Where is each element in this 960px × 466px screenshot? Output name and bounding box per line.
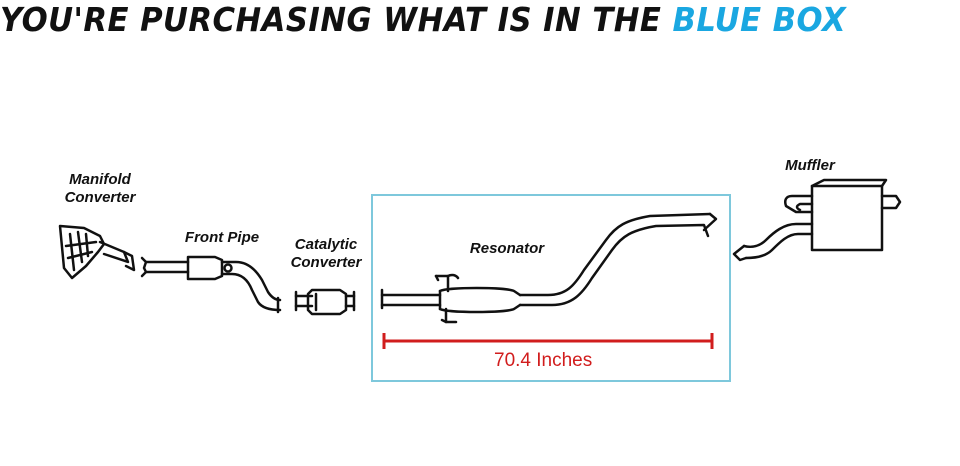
headline: YOU'RE PURCHASING WHAT IS IN THE BLUE BO…	[0, 0, 893, 40]
resonator-drawing	[380, 212, 718, 324]
muffler-drawing	[732, 178, 902, 262]
front-pipe-drawing	[140, 255, 282, 314]
measurement-label: 70.4 Inches	[494, 350, 593, 371]
label-catalytic-converter: Catalytic Converter	[278, 236, 374, 272]
label-muffler: Muffler	[785, 157, 835, 174]
label-manifold-line2: Converter	[64, 189, 136, 206]
manifold-converter-drawing	[58, 224, 136, 280]
label-front-pipe: Front Pipe	[184, 229, 260, 246]
label-manifold-line1: Manifold	[69, 171, 131, 188]
label-catalytic-line2: Converter	[290, 254, 362, 271]
measurement-line	[382, 333, 714, 349]
label-resonator: Resonator	[469, 240, 545, 257]
catalytic-converter-drawing	[294, 288, 356, 316]
headline-prefix: YOU'RE PURCHASING WHAT IS IN THE	[0, 0, 673, 39]
label-manifold-converter: Manifold Converter	[52, 171, 148, 207]
headline-highlight: BLUE BOX	[672, 0, 847, 39]
label-catalytic-line1: Catalytic	[294, 236, 358, 253]
blue-box-highlight	[371, 194, 731, 382]
